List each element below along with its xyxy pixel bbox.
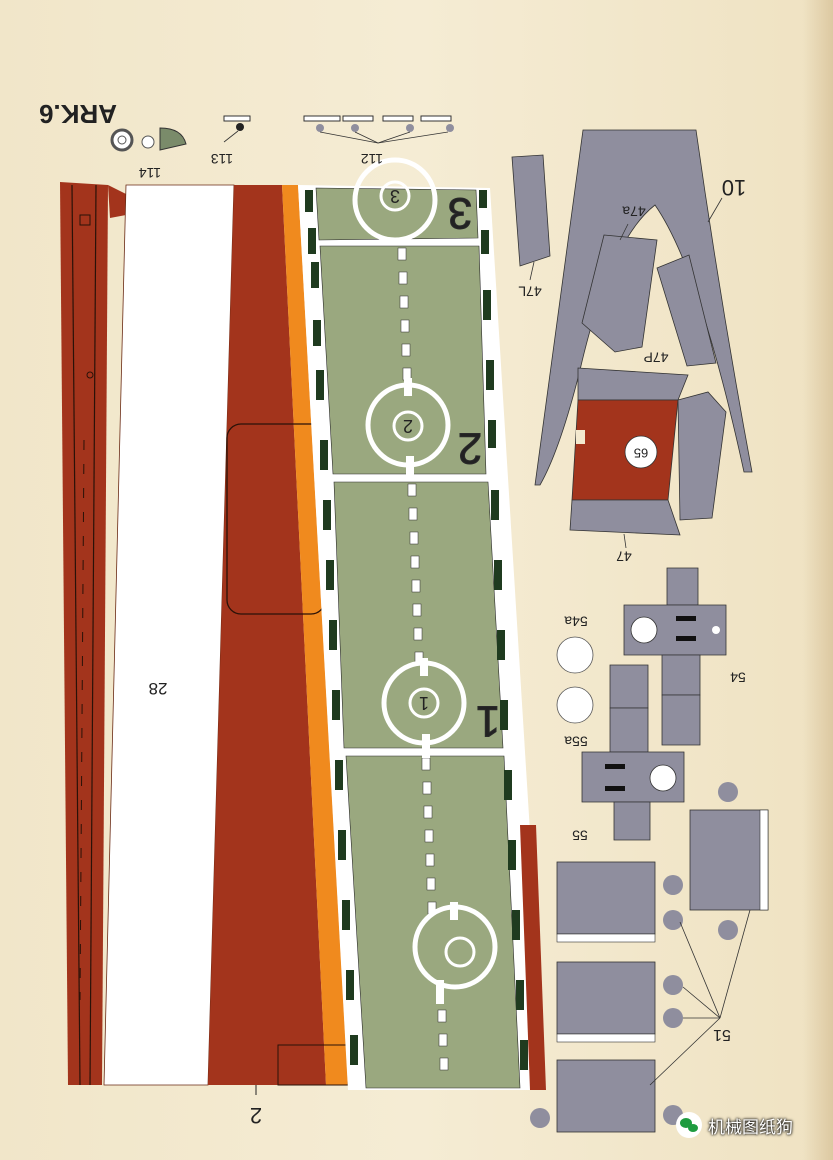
flight-deck-part: 3 2 1 3 2 1 [298,157,546,1090]
part-47l: 47L [511,154,551,299]
part-label-2: 2 [250,1103,262,1128]
part-10: 10 [534,129,753,486]
part-label-54a: 54a [564,613,588,629]
hull-side-part [60,182,128,1086]
deck-number-2: 2 [458,423,482,472]
part-114: 114 [110,127,187,181]
part-label-112: 112 [361,151,384,167]
part-label-10: 10 [722,175,746,200]
part-label-54: 54 [730,669,746,685]
part-54a: 54a [556,613,594,674]
part-47a: 47a [581,203,658,353]
part-51: 51 [530,782,769,1133]
part-label-65: 65 [634,446,648,461]
part-55 [581,664,685,841]
part-label-51: 51 [713,1026,731,1043]
part-label-47a: 47a [622,203,646,219]
part-47p: 47P [644,254,717,367]
part-label-47p: 47P [644,349,669,365]
part-54 [623,567,727,746]
part-label-113: 113 [211,151,234,167]
part-label-114: 114 [139,165,162,181]
watermark-text: 机械图纸狗 [708,1117,793,1138]
part-113: 113 [211,115,251,167]
pad-3-inner: 3 [390,186,400,206]
part-label-47l: 47L [518,283,542,299]
pad-2-inner: 2 [403,416,413,436]
part-112: 112 [303,115,454,167]
part-label-55: 55 [572,827,588,843]
watermark: 机械图纸狗 [676,1108,826,1142]
pad-1-inner: 1 [419,693,429,713]
part-label-55a: 55a [564,733,588,749]
deck-number-1: 1 [476,696,500,745]
sheet-title: ARK.6 [39,99,117,129]
part-55a: 55a [556,686,594,749]
part-label-47: 47 [616,548,632,564]
wechat-icon [676,1112,702,1138]
part-label-28: 28 [149,679,168,698]
deck-number-3: 3 [448,188,472,237]
part-47: 65 47 [569,367,727,564]
